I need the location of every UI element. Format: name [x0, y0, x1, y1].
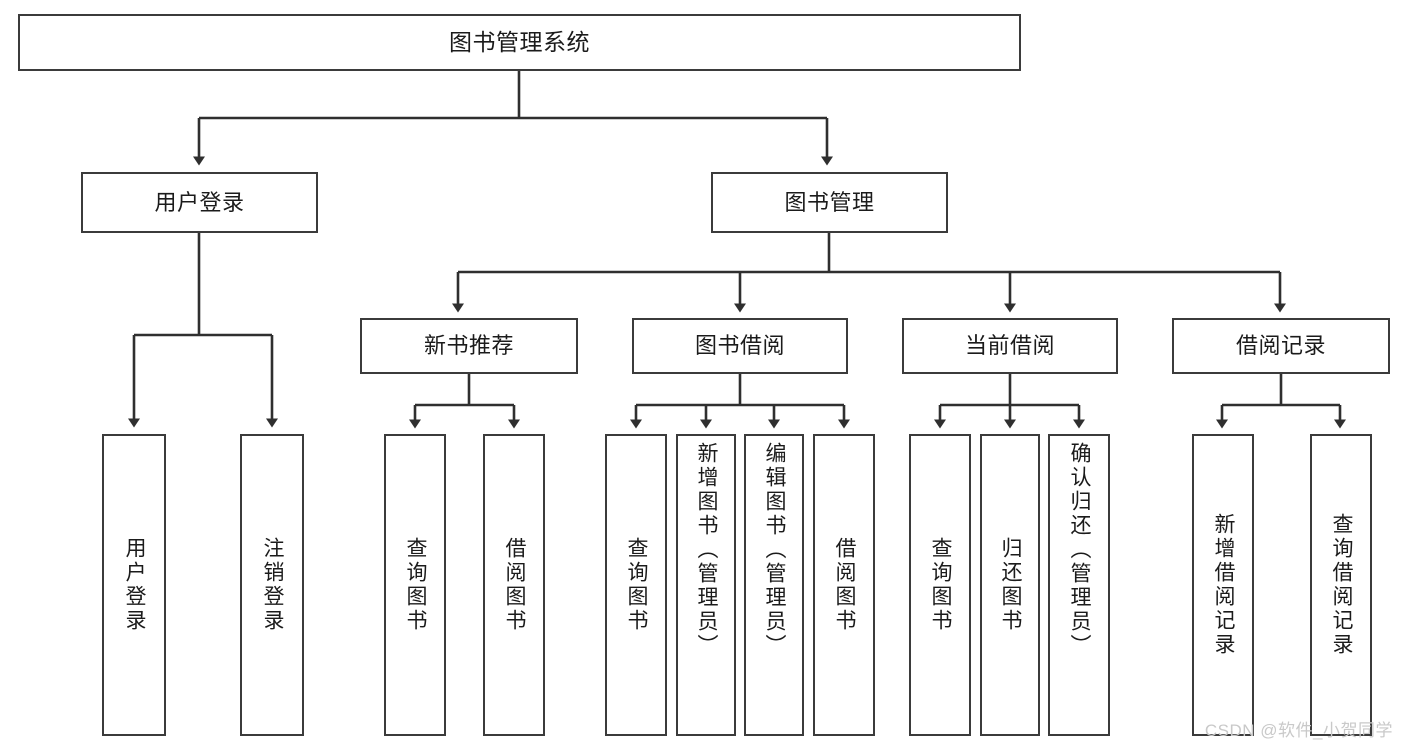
node-book-management[interactable]: 图书管理 [711, 172, 948, 233]
node-label: 借阅图书 [833, 537, 857, 633]
node-label: 图书借阅 [694, 333, 785, 359]
node-label: 编辑图书（管理员） [763, 442, 787, 658]
node-label: 查询图书 [625, 537, 649, 633]
node-label: 用户登录 [123, 537, 147, 633]
node-leaf-query-book-1[interactable]: 查询图书 [384, 434, 446, 736]
node-leaf-edit-book[interactable]: 编辑图书（管理员） [744, 434, 804, 736]
node-leaf-query-record[interactable]: 查询借阅记录 [1310, 434, 1372, 736]
node-label: 当前借阅 [964, 333, 1055, 359]
node-label: 图书管理 [784, 189, 875, 215]
node-leaf-logout-login[interactable]: 注销登录 [240, 434, 304, 736]
node-label: 借阅图书 [503, 537, 527, 633]
node-leaf-borrow-book-2[interactable]: 借阅图书 [813, 434, 875, 736]
node-root-system[interactable]: 图书管理系统 [18, 14, 1021, 71]
node-leaf-user-login[interactable]: 用户登录 [102, 434, 166, 736]
node-label: 用户登录 [154, 189, 245, 215]
node-label: 查询图书 [929, 537, 953, 633]
node-label: 查询借阅记录 [1330, 513, 1354, 657]
node-label: 新增借阅记录 [1212, 513, 1236, 657]
node-new-book-recommend[interactable]: 新书推荐 [360, 318, 578, 374]
watermark-text: CSDN @软件_小贺同学 [1204, 721, 1393, 740]
node-borrow-record[interactable]: 借阅记录 [1172, 318, 1390, 374]
node-label: 新增图书（管理员） [695, 442, 719, 658]
node-leaf-query-book-3[interactable]: 查询图书 [909, 434, 971, 736]
node-label: 借阅记录 [1235, 333, 1326, 359]
node-label: 查询图书 [404, 537, 428, 633]
node-label: 确认归还（管理员） [1068, 442, 1092, 658]
node-label: 图书管理系统 [449, 29, 590, 56]
node-leaf-add-record[interactable]: 新增借阅记录 [1192, 434, 1254, 736]
node-label: 新书推荐 [423, 333, 514, 359]
node-label: 归还图书 [999, 537, 1023, 633]
node-leaf-return-book[interactable]: 归还图书 [980, 434, 1040, 736]
node-leaf-add-book[interactable]: 新增图书（管理员） [676, 434, 736, 736]
node-leaf-query-book-2[interactable]: 查询图书 [605, 434, 667, 736]
node-label: 注销登录 [261, 537, 285, 633]
node-current-borrow[interactable]: 当前借阅 [902, 318, 1118, 374]
node-user-login[interactable]: 用户登录 [81, 172, 318, 233]
node-leaf-borrow-book-1[interactable]: 借阅图书 [483, 434, 545, 736]
node-book-borrow[interactable]: 图书借阅 [632, 318, 848, 374]
node-leaf-confirm-return[interactable]: 确认归还（管理员） [1048, 434, 1110, 736]
